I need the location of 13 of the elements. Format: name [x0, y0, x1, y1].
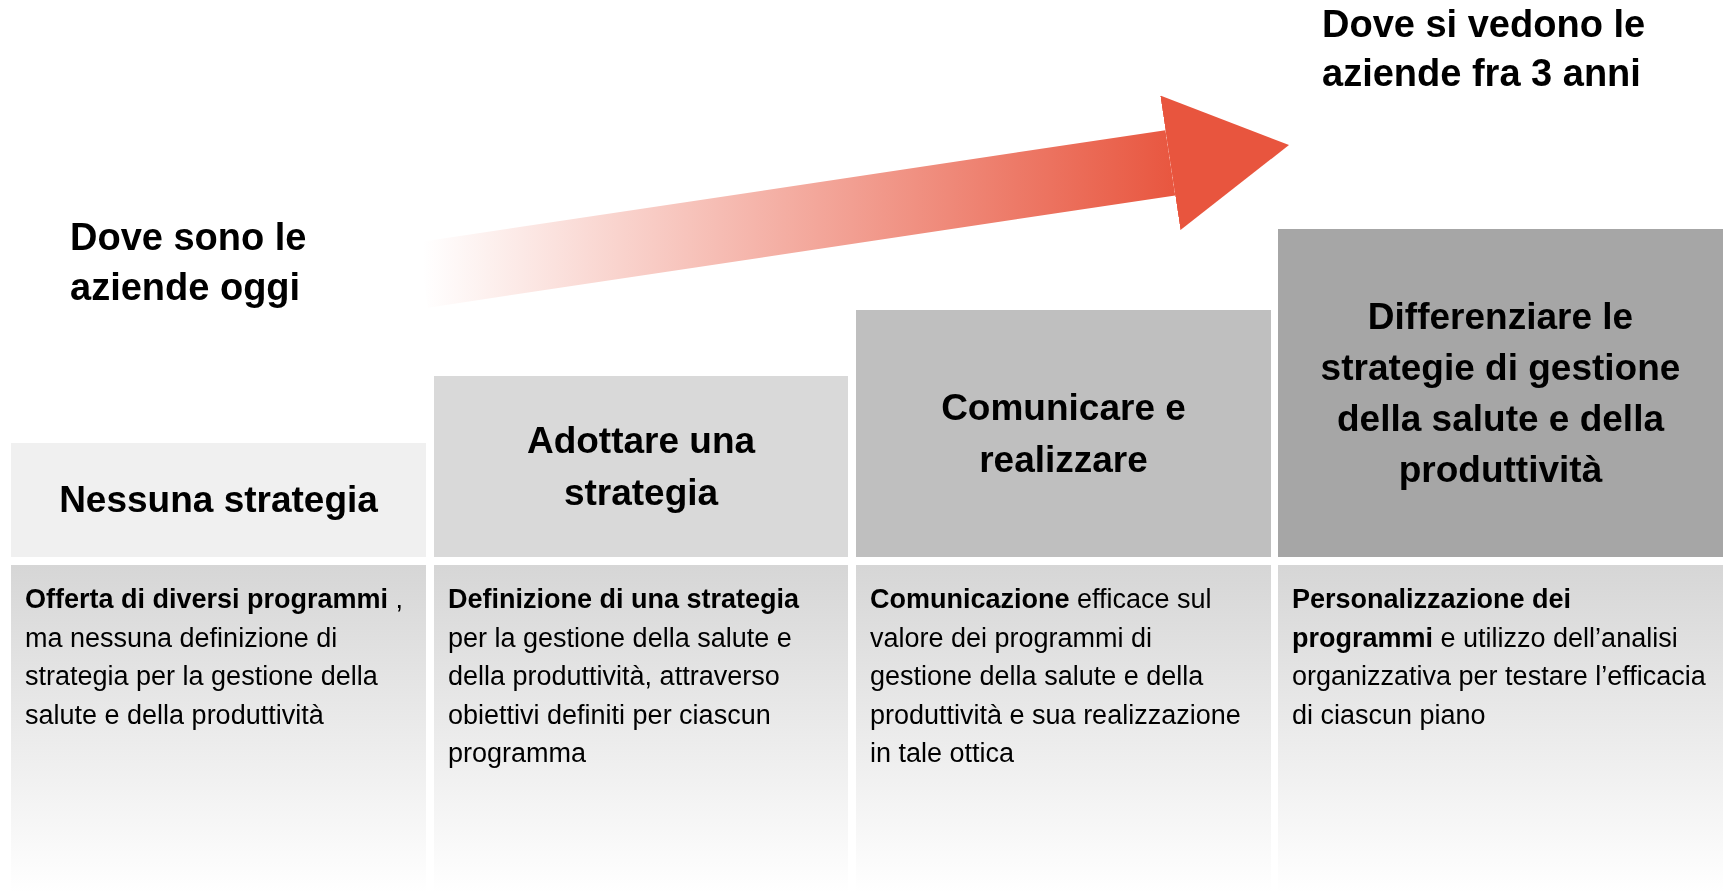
step-heading: Comunicare e realizzare [940, 386, 1187, 482]
heading-text: Dove sono le aziende oggi [70, 215, 308, 310]
step-box [1278, 229, 1723, 557]
step-description: Comunicazione efficace sul valore dei programmi di gestione della salute e della produttività e sua realizzazione in tale ottica [870, 583, 1242, 771]
step-description: Personalizzazione dei programmi e utilizzo dell’analisi organizzativa per testare l’efficacia di ciascun piano [1292, 583, 1707, 732]
step-description: Offerta di diversi programmi , ma nessuna definizione di strategia per la gestione della salute e della produttività [25, 583, 405, 732]
step-box [434, 376, 848, 557]
heading-text: Dove si vedono le aziende fra 3 anni [1322, 2, 1647, 97]
step-box [856, 310, 1271, 557]
step-description: Definizione di una strategia per la gestione della salute e della produttività, attraverso obiettivi definiti per ciascun programma [448, 583, 801, 771]
step-heading: Adottare una strategia [525, 419, 757, 515]
step-heading: Nessuna strategia [59, 478, 378, 523]
step-heading: Differenziare le strategie di gestione della salute e della produttività [1319, 294, 1682, 493]
